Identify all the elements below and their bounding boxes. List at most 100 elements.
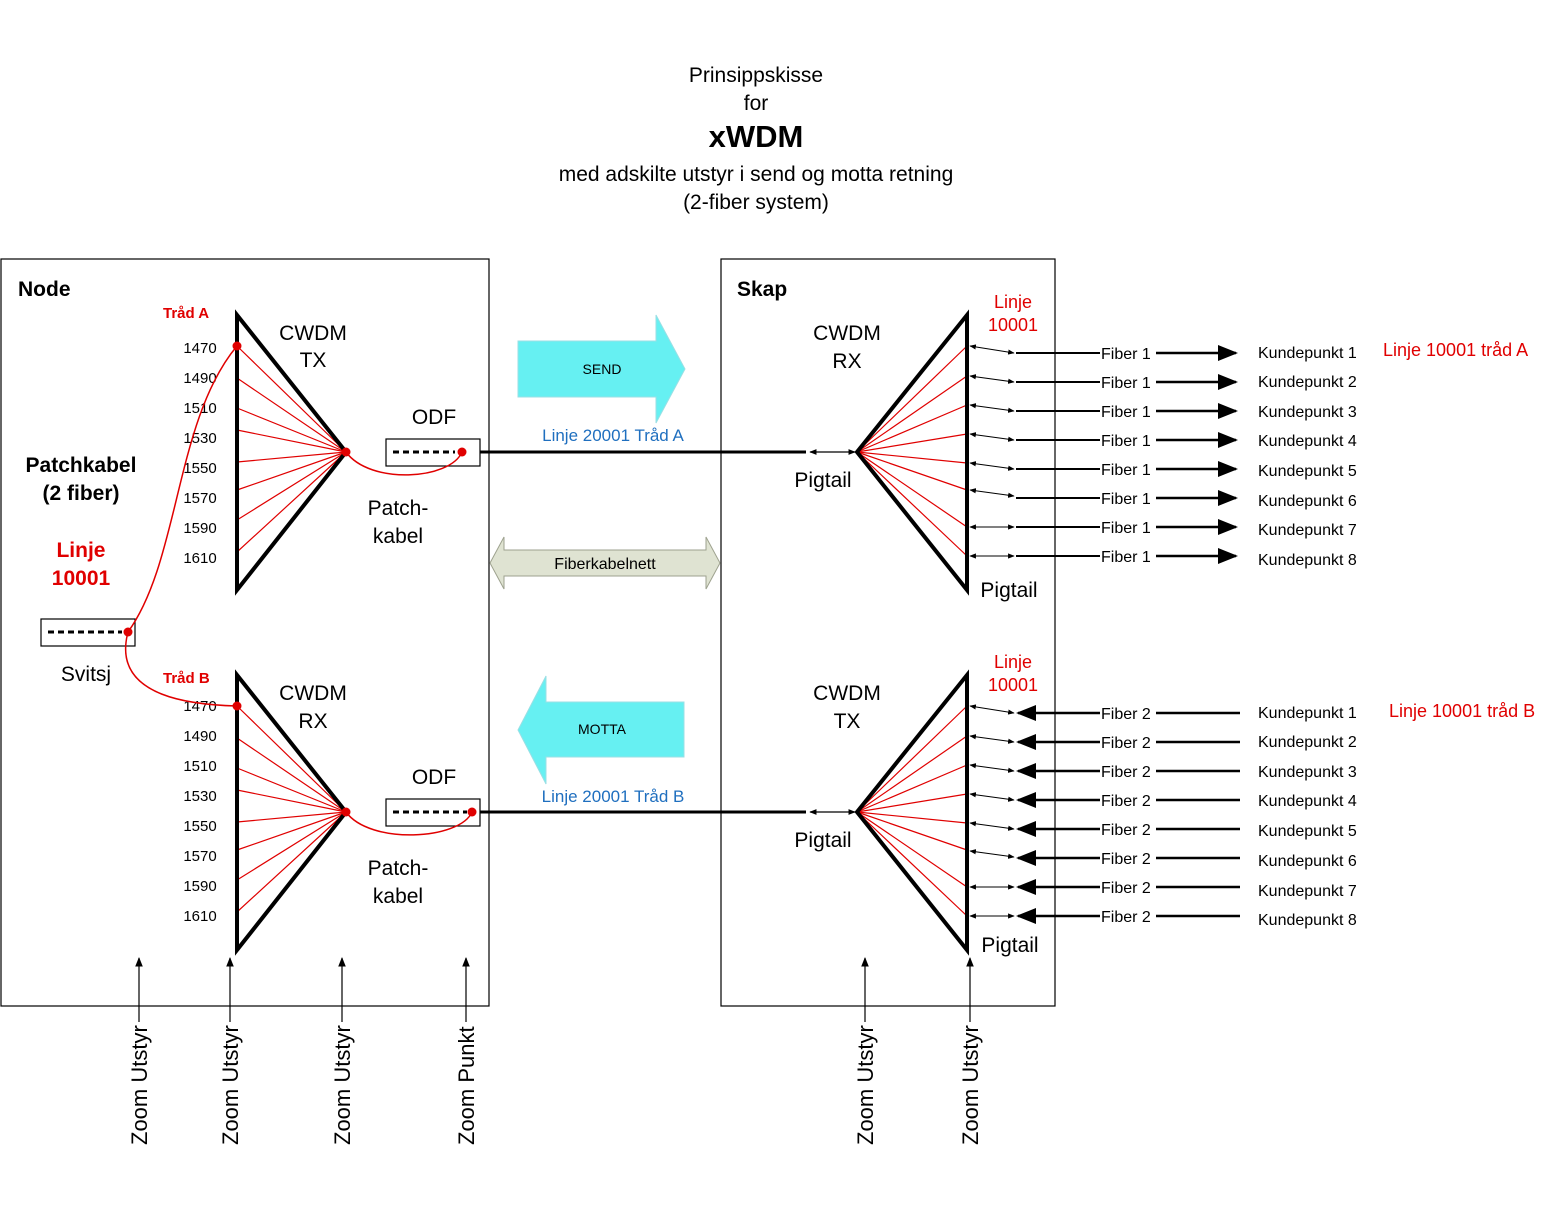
zoom-utstyr-1[interactable]: Zoom Utstyr	[127, 957, 152, 1145]
svg-text:1570: 1570	[183, 490, 216, 507]
node-box	[0, 258, 490, 1007]
port-dot-b	[232, 701, 242, 711]
svg-text:Fiber 1: Fiber 1	[1101, 375, 1151, 392]
skap-tx-fiber-2	[856, 735, 968, 813]
svg-text:Zoom Punkt: Zoom Punkt	[454, 1026, 479, 1145]
node-tx-fiber-4	[236, 429, 347, 453]
svg-text:Fiber 2: Fiber 2	[1101, 880, 1151, 897]
svg-text:1610: 1610	[183, 550, 216, 567]
customer-row-a-4: Fiber 1 Kundepunkt 4	[969, 432, 1357, 450]
skap-rx-fiber-1	[856, 345, 968, 453]
svg-text:Kundepunkt 8: Kundepunkt 8	[1258, 552, 1357, 569]
svg-text:Kundepunkt 6: Kundepunkt 6	[1258, 853, 1357, 870]
zoom-utstyr-2[interactable]: Zoom Utstyr	[218, 957, 243, 1145]
skap-rx-fiber-4	[856, 433, 968, 453]
svg-text:TX: TX	[834, 710, 861, 733]
skap-linje-a-2: 10001	[988, 315, 1038, 335]
customer-row-a-3: Fiber 1 Kundepunkt 3	[969, 403, 1357, 421]
svg-text:1590: 1590	[183, 520, 216, 537]
pigtail-label-b-out: Pigtail	[981, 934, 1038, 957]
skap-tx-fiber-5	[856, 811, 968, 824]
patch-curve-odf-a	[345, 451, 463, 476]
svg-text:Kundepunkt 4: Kundepunkt 4	[1258, 433, 1357, 450]
fiberkabelnett-arrow: Fiberkabelnett	[489, 536, 721, 590]
title-line-4: (2-fiber system)	[683, 191, 829, 214]
pigtail-label-a-out: Pigtail	[980, 579, 1037, 602]
pigtail-label-a: Pigtail	[794, 469, 851, 492]
svg-text:Kundepunkt 2: Kundepunkt 2	[1258, 734, 1357, 751]
svg-text:1470: 1470	[183, 340, 216, 357]
svg-text:Fiber 1: Fiber 1	[1101, 433, 1151, 450]
svg-text:Fiber 2: Fiber 2	[1101, 764, 1151, 781]
line-a-label: Linje 20001 Tråd A	[542, 426, 684, 445]
skap-linje-b-2: 10001	[988, 675, 1038, 695]
node-tx-wavelengths: 1470 1490 1510 1530 1550 1570 1590 1610	[183, 340, 216, 567]
svg-text:Fiber 1: Fiber 1	[1101, 491, 1151, 508]
skap-linje-b-1: Linje	[994, 652, 1032, 672]
node-cwdm-tx: CWDM TX	[235, 309, 349, 596]
svg-text:TX: TX	[300, 349, 327, 372]
svg-text:Fiber 1: Fiber 1	[1101, 462, 1151, 479]
patch-b-label-2: kabel	[373, 885, 423, 908]
customer-row-a-1: Fiber 1 Kundepunkt 1	[969, 344, 1357, 363]
node-rx-fiber-4	[236, 789, 347, 813]
svg-text:Fiber 2: Fiber 2	[1101, 909, 1151, 926]
zoom-punkt[interactable]: Zoom Punkt	[454, 957, 479, 1145]
title-line-2: for	[744, 92, 769, 115]
svg-text:Fiber 1: Fiber 1	[1101, 404, 1151, 421]
svg-text:RX: RX	[832, 350, 861, 373]
patchkabel-fiber-label: (2 fiber)	[42, 482, 119, 505]
skap-rx-fiber-8	[856, 451, 968, 557]
node-cwdm-rx: CWDM RX	[235, 669, 349, 956]
svg-text:Kundepunkt 1: Kundepunkt 1	[1258, 705, 1357, 722]
skap-cwdm-tx: CWDM TX	[813, 669, 969, 956]
skap-tx-fiber-6	[856, 811, 968, 851]
node-rx-fiber-8	[236, 811, 347, 913]
svg-text:RX: RX	[298, 710, 327, 733]
svg-text:1590: 1590	[183, 878, 216, 895]
svg-text:Fiber 1: Fiber 1	[1101, 346, 1151, 363]
svg-text:1510: 1510	[183, 758, 216, 775]
svg-text:Fiber 2: Fiber 2	[1101, 706, 1151, 723]
skap-rx-fiber-2	[856, 375, 968, 453]
svg-text:Fiber 1: Fiber 1	[1101, 549, 1151, 566]
node-tx-fiber-1	[236, 345, 347, 453]
svg-text:Zoom Utstyr: Zoom Utstyr	[218, 1025, 243, 1145]
patch-a-label-2: kabel	[373, 525, 423, 548]
svg-text:1530: 1530	[183, 788, 216, 805]
svg-text:1550: 1550	[183, 460, 216, 477]
svg-text:Kundepunkt 2: Kundepunkt 2	[1258, 374, 1357, 391]
svg-text:Zoom Utstyr: Zoom Utstyr	[958, 1025, 983, 1145]
zoom-utstyr-3[interactable]: Zoom Utstyr	[330, 957, 355, 1145]
svg-text:Fiber 1: Fiber 1	[1101, 520, 1151, 537]
svg-text:Kundepunkt 5: Kundepunkt 5	[1258, 823, 1357, 840]
customer-line-b-label: Linje 10001 tråd B	[1389, 701, 1535, 721]
svg-text:Kundepunkt 3: Kundepunkt 3	[1258, 404, 1357, 421]
skap-rx-fiber-7	[856, 451, 968, 528]
node-rx-wavelengths: 1470 1490 1510 1530 1550 1570 1590 1610	[183, 698, 216, 925]
svg-text:Zoom Utstyr: Zoom Utstyr	[330, 1025, 355, 1145]
node-tx-fiber-6	[236, 451, 347, 491]
svg-text:1610: 1610	[183, 908, 216, 925]
node-linje-number: 10001	[52, 567, 111, 590]
customer-row-a-2: Fiber 1 Kundepunkt 2	[969, 374, 1357, 392]
switch-label: Svitsj	[61, 663, 111, 686]
zoom-utstyr-5[interactable]: Zoom Utstyr	[958, 957, 983, 1145]
zoom-utstyr-4[interactable]: Zoom Utstyr	[853, 957, 878, 1145]
svg-text:Kundepunkt 1: Kundepunkt 1	[1258, 345, 1357, 362]
svg-text:1470: 1470	[183, 698, 216, 715]
skap-tx-fiber-8	[856, 811, 968, 917]
node-rx-fiber-3	[236, 767, 347, 813]
patch-curve-b	[125, 631, 238, 707]
skap-box	[720, 258, 1056, 1007]
svg-text:CWDM: CWDM	[279, 322, 347, 345]
svg-text:SEND: SEND	[583, 361, 622, 377]
svg-text:1550: 1550	[183, 818, 216, 835]
node-linje-label: Linje	[56, 539, 105, 562]
svg-text:Fiberkabelnett: Fiberkabelnett	[554, 556, 656, 573]
